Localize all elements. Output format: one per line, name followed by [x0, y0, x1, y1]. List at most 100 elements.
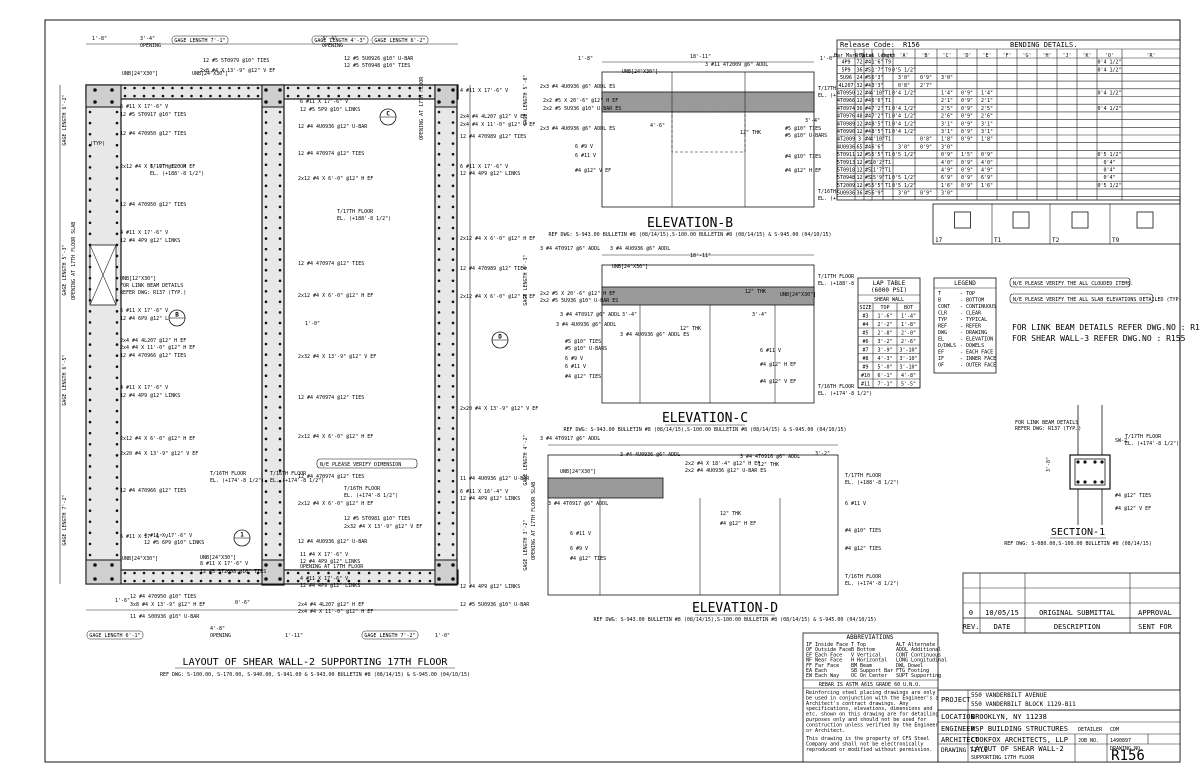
elevation-callout: #4 @12" TIES [565, 374, 601, 380]
abbr-title: ABBREVIATIONS [847, 634, 894, 641]
bending-cell: 0'4" [1103, 175, 1115, 181]
rebar-dot [408, 579, 412, 583]
revision-header: REV. [963, 623, 980, 631]
rebar-dot [437, 437, 441, 441]
rebar-dot [278, 268, 282, 272]
rebar-dot [286, 86, 290, 90]
rebar-dot [115, 354, 119, 357]
rebar-dot [264, 226, 268, 230]
rebar-dot [88, 376, 92, 380]
plan-callout: 12 #5 5T2008 @10" TIES [200, 569, 266, 575]
rebar-dot [152, 86, 155, 90]
plan-callout: 4 #11 X 17'-6" V [120, 230, 168, 236]
plan-callout: 12 #4 470974 @12" TIES [298, 395, 364, 401]
bending-cell: 0'9" [961, 168, 973, 174]
rebar-dot [115, 332, 119, 335]
rebar-dot [264, 321, 268, 325]
rebar-dot [408, 94, 412, 98]
elevation-callout: 1'-0" [820, 56, 835, 62]
rebar-dot [278, 469, 282, 472]
bending-cell: 4P9 [841, 60, 850, 66]
rebar-dot [437, 342, 441, 346]
elevation-callout: T/16TH FLOOR [845, 574, 882, 580]
bending-cell: 0'5 1/2" [892, 183, 916, 189]
rebar-dot [278, 152, 282, 156]
elevation-callout: 3 #4 4T0916 @6" ADDL [740, 454, 800, 460]
rebar-dot [88, 354, 92, 357]
rebar-dot [115, 287, 119, 291]
rebar-dot [218, 86, 222, 90]
bending-cell: 4T0974 [837, 106, 855, 112]
elevation-callout: 2x3 #4 4U0936 @6" ADDL ES [540, 84, 615, 90]
bending-cell: #4 [865, 114, 871, 120]
bending-cell: 0'9" [961, 129, 973, 135]
bending-cell: 3'1" [981, 129, 993, 135]
rebar-dot [142, 571, 146, 575]
rebar-dot [451, 469, 455, 472]
rebar-dot [209, 94, 212, 98]
rebar-dot [367, 94, 371, 98]
rebar-dot [451, 577, 455, 581]
rebar-dot [88, 398, 92, 402]
lap-header: BOT [904, 305, 913, 311]
rebar-dot [88, 132, 92, 136]
elevation-callout: 2x3 #4 4U0936 @6" ADDL ES [540, 126, 615, 132]
legend-abbr: EF [938, 350, 944, 356]
elevation-callout: UNB[24"X30"] [612, 264, 648, 270]
rebar-dot [437, 500, 441, 504]
rebar-dot [418, 94, 422, 98]
rebar-dot [327, 94, 330, 98]
rebar-dot [88, 221, 92, 225]
bending-cell: 3'0" [941, 75, 953, 81]
rebar-dot [237, 571, 241, 575]
rebar-dot [180, 579, 184, 583]
bending-header: 'G' [1022, 53, 1031, 59]
rebar-dot [247, 579, 250, 583]
rebar-dot [278, 311, 282, 314]
plan-gage-bottom: GAGE LENGTH 6'-1"GAGE LENGTH 7'-2" [86, 630, 419, 640]
plan-callout: 12 #5 5T0981 @10" TIES [344, 516, 410, 522]
rebar-dot [152, 579, 155, 583]
revision-header: DATE [994, 623, 1011, 631]
rebar-dot [264, 152, 268, 156]
rebar-dot [264, 100, 268, 104]
rebar-dot [88, 332, 92, 335]
rebar-dot [377, 579, 381, 583]
abbreviation: EW Each Way [806, 673, 839, 679]
bending-cell: 5P9 [841, 67, 850, 73]
legend-abbr: EL [938, 337, 944, 343]
plan-callout: EL. (+188'-8 1/2") [337, 216, 391, 222]
abbreviation: T Top [851, 642, 866, 648]
lap-cell: 6'-1" [877, 373, 892, 379]
disclaimer: Reinforcing steel placing drawings are o… [806, 690, 944, 734]
rebar-dot [264, 511, 268, 515]
rebar-dot [115, 431, 119, 435]
bending-cell: 6'6" [871, 144, 883, 150]
rebar-dot [278, 532, 282, 536]
rebar-dot [367, 579, 371, 583]
rebar-dot [451, 332, 455, 335]
bending-cell: 11'7" [870, 168, 885, 174]
plan-dimension: OPENING [322, 43, 343, 49]
legend-meaning: - DRAWING [960, 330, 987, 336]
rebar-dot [93, 88, 97, 92]
elevation-callout: #4 @12" TIES [570, 556, 606, 562]
plan-callout: UNB[24"X30"] [122, 71, 158, 77]
tb-project-line1: 550 VANDERBILT AVENUE [971, 692, 1047, 699]
bending-cell: 1'6" [981, 183, 993, 189]
plan-callout: 2x12 #4 X 6'-0" @12" H EF [460, 294, 535, 300]
rebar-dot [264, 543, 268, 546]
plan-callout: 2x12 #4 X 6'-0" @12" H EF [120, 436, 195, 442]
rebar-dot [278, 216, 282, 219]
rebar-dot [264, 437, 268, 441]
plan-callout: 6 #11 X 17'-6" V [120, 308, 168, 314]
rebar-dot [115, 143, 119, 147]
plan-callout: FOR LINK BEAM DETAILS [120, 283, 183, 289]
plan-callout: 2x12 #4 X 6'-0" @12" H EF [120, 164, 195, 170]
rebar-dot [428, 94, 432, 98]
plan-callout: EL. (+174'-8 1/2") [344, 493, 398, 499]
rebar-dot [264, 216, 268, 219]
rebar-dot [115, 243, 119, 247]
